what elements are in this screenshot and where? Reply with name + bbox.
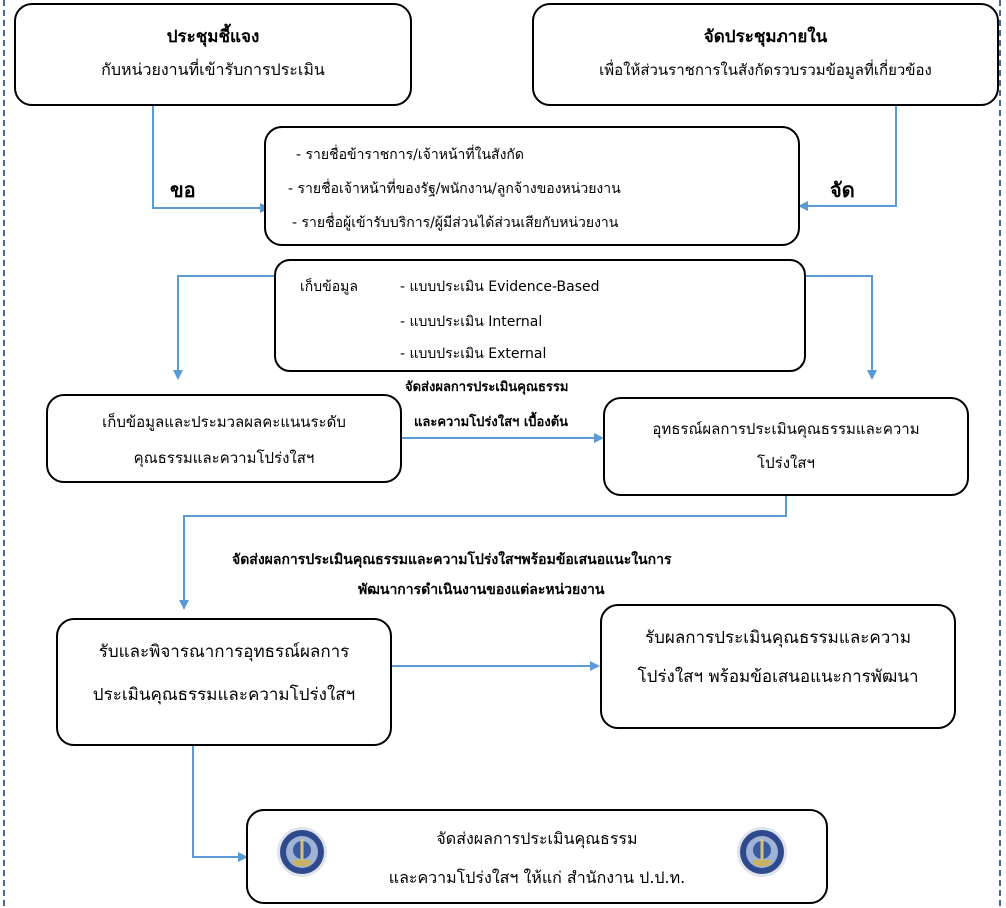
arrow-box7-to-box9 xyxy=(192,746,248,862)
label-request: ขอ xyxy=(170,178,196,202)
arrow-box2-to-box3 xyxy=(798,106,897,211)
box3-line-2: - รายชื่อเจ้าหน้าที่ของรัฐ/พนักงาน/ลูกจ้… xyxy=(288,181,621,197)
briefing-meeting-box: ประชุมชี้แจง กับหน่วยงานที่เข้ารับการประ… xyxy=(14,3,412,106)
label-send-recommendations-1: จัดส่งผลการประเมินคุณธรรมและความโปร่งใสฯ… xyxy=(232,552,672,568)
label-send-preliminary-1: จัดส่งผลการประเมินคุณธรรม xyxy=(405,380,569,395)
arrow-box4-to-box6 xyxy=(806,275,877,380)
box7-line-2: ประเมินคุณธรรมและความโปร่งใสฯ xyxy=(92,685,356,705)
box8-line-1: รับผลการประเมินคุณธรรมและความ xyxy=(644,628,912,648)
box2-title: จัดประชุมภายใน xyxy=(703,27,828,47)
box1-title: ประชุมชี้แจง xyxy=(166,27,260,47)
box3-line-1: - รายชื่อข้าราชการ/เจ้าหน้าที่ในสังกัด xyxy=(296,147,524,163)
label-send-recommendations-2: พัฒนาการดำเนินงานของแต่ละหน่วยงาน xyxy=(358,582,605,598)
box7-line-1: รับและพิจารณาการอุทธรณ์ผลการ xyxy=(98,642,350,662)
label-arrange: จัด xyxy=(830,178,855,202)
box9-line-2: และความโปร่งใสฯ ให้แก่ สำนักงาน ป.ป.ท. xyxy=(388,868,686,887)
appeal-results-box: อุทธรณ์ผลการประเมินคุณธรรมและความ โปร่งใ… xyxy=(603,397,969,496)
page-frame xyxy=(3,0,1001,906)
box5-line-1: เก็บข้อมูลและประมวลผลคะแนนระดับ xyxy=(102,413,346,431)
internal-meeting-box: จัดประชุมภายใน เพื่อให้ส่วนราชการในสังกั… xyxy=(532,3,999,106)
data-collection-box: เก็บข้อมูล - แบบประเมิน Evidence-Based -… xyxy=(274,259,806,372)
consider-appeal-box: รับและพิจารณาการอุทธรณ์ผลการ ประเมินคุณธ… xyxy=(56,618,392,746)
box6-line-2: โปร่งใสฯ xyxy=(757,454,815,472)
label-send-preliminary-2: และความโปร่งใสฯ เบื้องต้น xyxy=(414,415,569,430)
box6-line-1: อุทธรณ์ผลการประเมินคุณธรรมและความ xyxy=(652,420,920,438)
box2-subtitle: เพื่อให้ส่วนราชการในสังกัดรวบรวมข้อมูลที… xyxy=(599,61,932,79)
arrow-box4-to-box5 xyxy=(173,275,276,380)
arrow-box6-to-box7 xyxy=(179,496,787,610)
arrow-box1-to-box3 xyxy=(152,106,270,213)
name-lists-box: - รายชื่อข้าราชการ/เจ้าหน้าที่ในสังกัด -… xyxy=(264,126,800,246)
box4-head: เก็บข้อมูล xyxy=(300,279,358,295)
box8-line-2: โปร่งใสฯ พร้อมข้อเสนอแนะการพัฒนา xyxy=(637,667,919,687)
box3-line-3: - รายชื่อผู้เข้ารับบริการ/ผู้มีส่วนได้ส่… xyxy=(292,215,619,231)
pacc-seal-icon xyxy=(277,827,327,877)
send-to-pacc-box: จัดส่งผลการประเมินคุณธรรม และความโปร่งใส… xyxy=(246,809,828,904)
box9-line-1: จัดส่งผลการประเมินคุณธรรม xyxy=(436,829,638,848)
box4-item-1: - แบบประเมิน Evidence-Based xyxy=(400,279,600,295)
process-scores-box: เก็บข้อมูลและประมวลผลคะแนนระดับ คุณธรรมแ… xyxy=(46,394,402,483)
box5-line-2: คุณธรรมและความโปร่งใสฯ xyxy=(133,449,315,467)
box4-item-2: - แบบประเมิน Internal xyxy=(400,314,543,330)
box1-subtitle: กับหน่วยงานที่เข้ารับการประเมิน xyxy=(101,60,325,79)
box4-item-3: - แบบประเมิน External xyxy=(400,346,547,362)
receive-results-box: รับผลการประเมินคุณธรรมและความ โปร่งใสฯ พ… xyxy=(600,604,956,729)
pacc-seal-icon xyxy=(737,827,787,877)
